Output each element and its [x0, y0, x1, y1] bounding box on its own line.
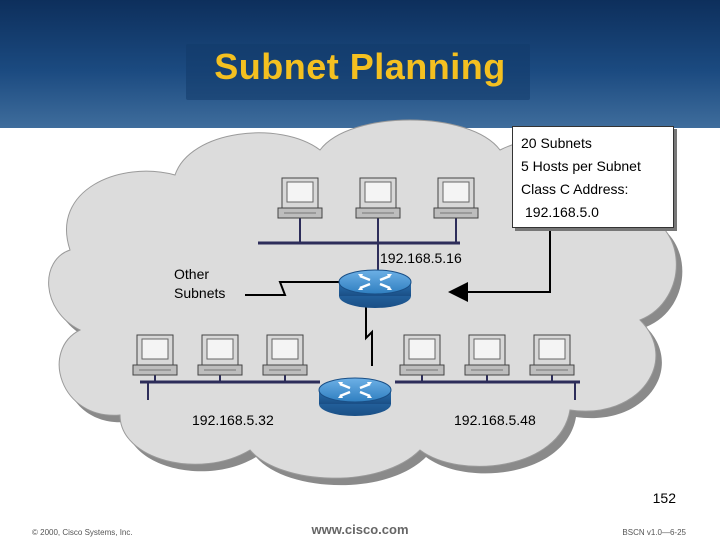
pc-right-1: [399, 334, 445, 376]
info-address: 192.168.5.0: [525, 204, 599, 220]
info-class: Class C Address:: [521, 181, 629, 197]
pc-top-1: [277, 177, 323, 219]
pc-left-3: [262, 334, 308, 376]
pc-top-3: [433, 177, 479, 219]
pc-top-2: [355, 177, 401, 219]
pc-right-2: [464, 334, 510, 376]
router-bottom: [318, 377, 392, 416]
info-hosts: 5 Hosts per Subnet: [521, 158, 641, 174]
label-subnet-right: 192.168.5.48: [454, 412, 536, 428]
pc-right-3: [529, 334, 575, 376]
label-subnets: Subnets: [174, 285, 226, 301]
footer-website[interactable]: www.cisco.com: [311, 522, 409, 537]
router-top: [338, 269, 412, 308]
info-subnets: 20 Subnets: [521, 135, 592, 151]
title-backdrop: [186, 44, 530, 100]
subnet-info-box: 20 Subnets 5 Hosts per Subnet Class C Ad…: [512, 126, 674, 228]
label-other: Other: [174, 266, 210, 282]
serial-link-routers: [365, 306, 373, 366]
footer-course: BSCN v1.0—6-25: [622, 528, 686, 537]
label-subnet-left: 192.168.5.32: [192, 412, 274, 428]
label-subnet-top: 192.168.5.16: [380, 250, 462, 266]
footer-copyright: © 2000, Cisco Systems, Inc.: [32, 528, 133, 537]
slide-title: Subnet Planning: [214, 46, 506, 87]
pc-left-2: [197, 334, 243, 376]
info-arrow: [448, 226, 551, 302]
page-number: 152: [652, 490, 676, 506]
serial-link-other: [245, 281, 342, 296]
pc-left-1: [132, 334, 178, 376]
